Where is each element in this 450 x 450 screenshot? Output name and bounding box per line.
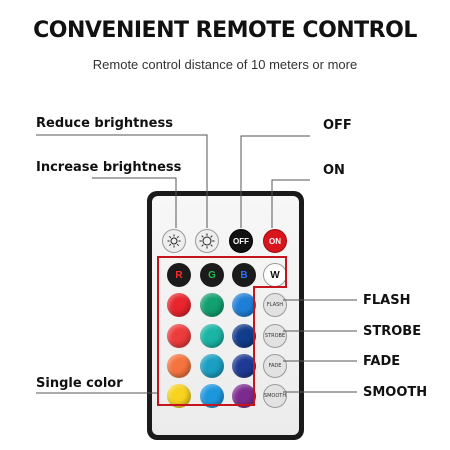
brightness-up-button[interactable] — [195, 229, 219, 253]
red-button[interactable]: R — [167, 263, 191, 287]
smooth-button[interactable]: SMOOTH — [263, 384, 287, 408]
callout-lines — [36, 134, 357, 394]
color-button-r1-c3[interactable] — [232, 293, 256, 317]
label-fade: FADE — [363, 354, 401, 369]
page-title: CONVENIENT REMOTE CONTROL — [33, 18, 417, 43]
color-button-r3-c3[interactable] — [232, 354, 256, 378]
flash-button[interactable]: FLASH — [263, 293, 287, 317]
remote-face: OFF ON R G B W FLASH STROBE FADE SMOOTH — [152, 196, 299, 435]
white-button[interactable]: W — [263, 263, 287, 287]
callout-line-on — [271, 179, 310, 228]
color-button-r1-c2[interactable] — [200, 293, 224, 317]
color-button-r2-c2[interactable] — [200, 324, 224, 348]
color-button-r1-c1[interactable] — [167, 293, 191, 317]
page-subtitle: Remote control distance of 10 meters or … — [92, 57, 358, 72]
label-strobe: STROBE — [363, 324, 422, 339]
remote-control: OFF ON R G B W FLASH STROBE FADE SMOOTH — [147, 191, 304, 440]
blue-button[interactable]: B — [232, 263, 256, 287]
off-button[interactable]: OFF — [229, 229, 253, 253]
label-flash: FLASH — [363, 293, 411, 308]
fade-button[interactable]: FADE — [263, 354, 287, 378]
label-on: ON — [323, 163, 345, 178]
callout-line-reduce-brightness — [36, 134, 208, 228]
color-button-r2-c3[interactable] — [232, 324, 256, 348]
color-button-r2-c1[interactable] — [167, 324, 191, 348]
callout-line-increase-brightness — [92, 177, 177, 228]
strobe-button[interactable]: STROBE — [263, 324, 287, 348]
brightness-down-button[interactable] — [162, 229, 186, 253]
sun-small-icon — [167, 234, 181, 248]
label-single-color: Single color — [36, 376, 123, 391]
label-increase-brightness: Increase brightness — [36, 160, 182, 175]
color-button-r3-c2[interactable] — [200, 354, 224, 378]
green-button[interactable]: G — [200, 263, 224, 287]
label-off: OFF — [323, 118, 352, 133]
callout-line-off — [240, 135, 310, 228]
on-button[interactable]: ON — [263, 229, 287, 253]
single-color-highlight — [157, 256, 287, 406]
sun-large-icon — [199, 233, 215, 249]
label-smooth: SMOOTH — [363, 385, 428, 400]
label-reduce-brightness: Reduce brightness — [36, 116, 173, 131]
color-button-r3-c1[interactable] — [167, 354, 191, 378]
